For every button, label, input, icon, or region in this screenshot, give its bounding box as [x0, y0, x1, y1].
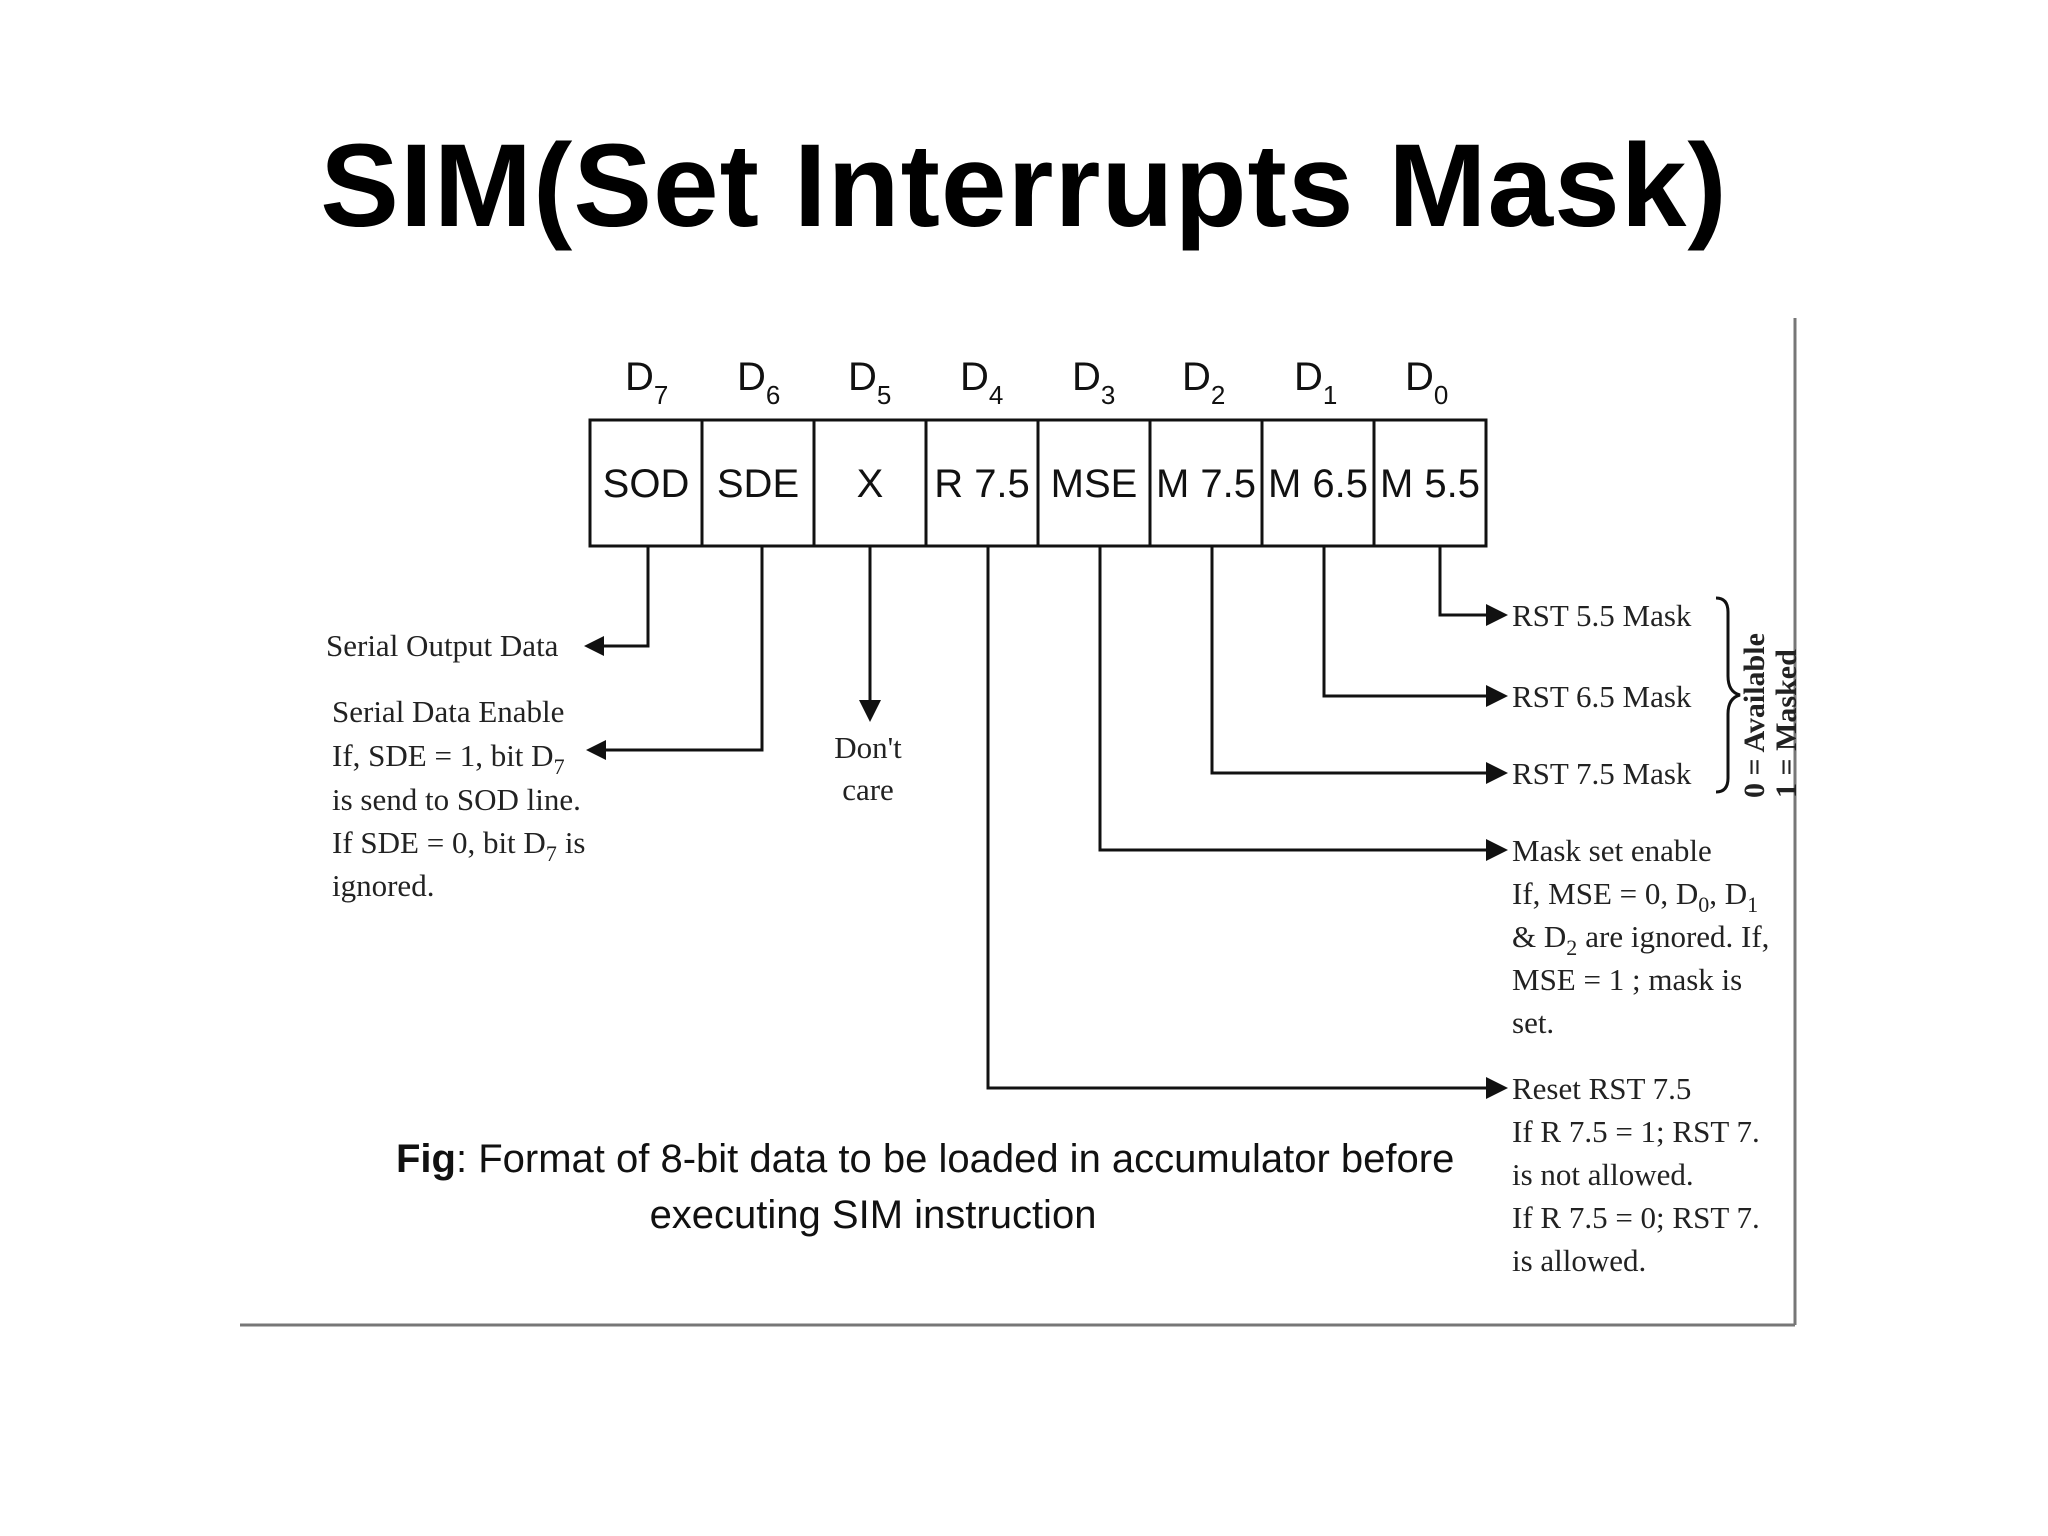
m55-connector: [1438, 546, 1490, 617]
bit-label-d2: D2: [1182, 355, 1225, 410]
note-reset-line-4: If R 7.5 = 0; RST 7.: [1512, 1200, 1760, 1235]
rst75-arrowhead: [1486, 762, 1508, 784]
note-mse-line-5: set.: [1512, 1005, 1554, 1040]
note-reset-line-1: Reset RST 7.5: [1512, 1071, 1691, 1106]
note-rst65-mask: RST 6.5 Mask: [1512, 679, 1692, 714]
rst55-arrowhead: [1486, 604, 1508, 626]
note-dont-care-2: care: [842, 772, 894, 807]
field-m75: M 7.5: [1156, 462, 1256, 506]
field-m55: M 5.5: [1380, 462, 1480, 506]
legend-masked: 1 = Masked: [1770, 649, 1803, 798]
legend-available: 0 = Available: [1738, 633, 1771, 798]
field-r75: R 7.5: [934, 462, 1030, 506]
note-mse-line-4: MSE = 1 ; mask is: [1512, 962, 1742, 997]
r75-connector: [986, 546, 1490, 1090]
reset-arrowhead: [1486, 1077, 1508, 1099]
rst65-arrowhead: [1486, 685, 1508, 707]
bit-label-d0: D0: [1405, 355, 1448, 410]
sde-connector: [596, 546, 764, 752]
mse-connector: [1098, 546, 1490, 852]
note-reset-line-5: is allowed.: [1512, 1243, 1646, 1278]
note-sde-line-3: is send to SOD line.: [332, 782, 581, 817]
note-reset-line-3: is not allowed.: [1512, 1157, 1694, 1192]
page-title: SIM(Set Interrupts Mask): [320, 120, 1728, 252]
caption-line-2: executing SIM instruction: [650, 1193, 1097, 1237]
bit-label-d5: D5: [848, 355, 891, 410]
note-mse-line-2: If, MSE = 0, D0, D1: [1512, 876, 1758, 917]
field-x: X: [857, 462, 884, 506]
mask-group-brace: [1715, 596, 1741, 794]
note-sde-line-2: If, SDE = 1, bit D7: [332, 738, 565, 779]
note-reset-line-2: If R 7.5 = 1; RST 7.: [1512, 1114, 1760, 1149]
note-rst55-mask: RST 5.5 Mask: [1512, 598, 1692, 633]
bit-label-d6: D6: [737, 355, 780, 410]
register-box: [588, 418, 1488, 548]
note-sde-line-1: Serial Data Enable: [332, 694, 564, 729]
x-arrowhead: [859, 700, 881, 722]
field-sde: SDE: [717, 462, 799, 506]
bit-label-d3: D3: [1072, 355, 1115, 410]
note-mse-line-1: Mask set enable: [1512, 833, 1712, 868]
mse-arrowhead: [1486, 839, 1508, 861]
field-sod: SOD: [603, 462, 690, 506]
m75-connector: [1210, 546, 1490, 775]
bit-label-d7: D7: [625, 355, 668, 410]
note-serial-output-data: Serial Output Data: [326, 628, 559, 663]
bit-label-d1: D1: [1294, 355, 1337, 410]
m65-connector: [1322, 546, 1490, 698]
note-rst75-mask: RST 7.5 Mask: [1512, 756, 1692, 791]
caption-line-1: Fig: Format of 8-bit data to be loaded i…: [396, 1137, 1454, 1181]
note-sde-line-5: ignored.: [332, 868, 434, 903]
field-mse: MSE: [1051, 462, 1138, 506]
bit-label-d4: D4: [960, 355, 1003, 410]
note-dont-care-1: Don't: [834, 730, 902, 765]
sde-arrowhead: [586, 740, 606, 760]
field-m65: M 6.5: [1268, 462, 1368, 506]
sod-connector: [592, 546, 650, 648]
sod-arrowhead: [584, 636, 604, 656]
